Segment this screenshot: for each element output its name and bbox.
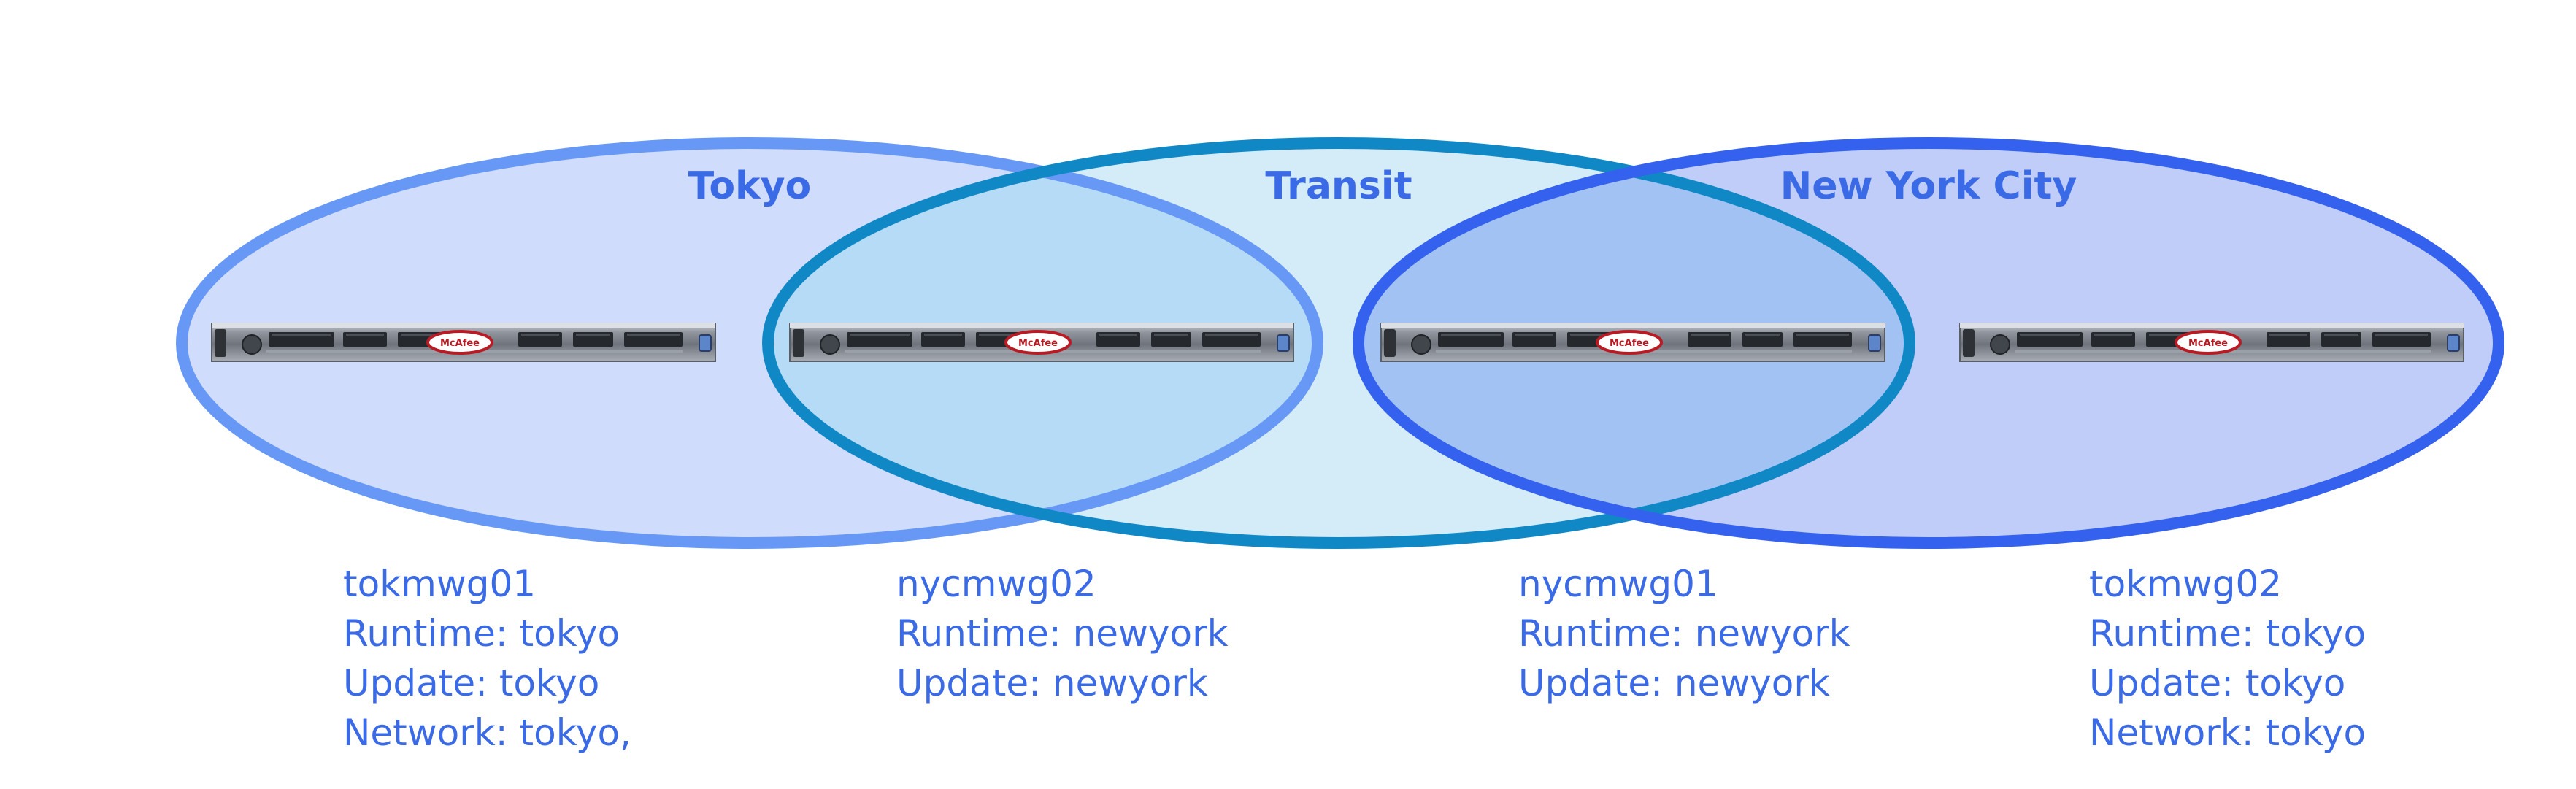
- server-info-nycmwg02: nycmwg02 Runtime: newyork Update: newyor…: [896, 559, 1229, 708]
- vendor-logo: [426, 330, 493, 355]
- server-info-tokmwg01: tokmwg01 Runtime: tokyo Update: tokyo Ne…: [343, 559, 631, 758]
- zone-title-nyc: New York City: [1780, 164, 2077, 208]
- zone-title-tokyo: Tokyo: [688, 164, 812, 208]
- server-update: Update: newyork: [896, 662, 1208, 704]
- overlap-transit-nyc: [1358, 143, 1910, 543]
- rack-server-icon: McAfee: [211, 323, 716, 362]
- server-runtime: Runtime: tokyo: [343, 612, 620, 655]
- server-info-nycmwg01: nycmwg01 Runtime: newyork Update: newyor…: [1518, 559, 1850, 708]
- rack-server-icon: McAfee: [789, 323, 1294, 362]
- rack-server-icon: McAfee: [1380, 323, 1885, 362]
- zone-tokyo-outline: [176, 137, 1323, 549]
- server-hostname: tokmwg01: [343, 563, 537, 605]
- vendor-logo-text: McAfee: [1018, 338, 1058, 349]
- vendor-logo: [2175, 330, 2242, 355]
- vendor-logo: [1596, 330, 1663, 355]
- server-runtime: Runtime: newyork: [896, 612, 1229, 655]
- server-network: Network: tokyo,: [343, 712, 631, 754]
- server-update: Update: tokyo: [2089, 662, 2346, 704]
- server-hostname: tokmwg02: [2089, 563, 2283, 605]
- zone-transit-outline: [762, 137, 1915, 549]
- server-update: Update: newyork: [1518, 662, 1830, 704]
- server-network: Network: tokyo: [2089, 712, 2367, 754]
- rack-server-icon: McAfee: [1959, 323, 2464, 362]
- server-hostname: nycmwg01: [1518, 563, 1718, 605]
- vendor-logo: [1004, 330, 1072, 355]
- vendor-logo-text: McAfee: [2188, 338, 2228, 349]
- zone-nyc-outline: [1353, 137, 2504, 549]
- server-appliances: McAfee McAfee McAfee McAfee: [211, 323, 2464, 362]
- server-update: Update: tokyo: [343, 662, 600, 704]
- server-runtime: Runtime: newyork: [1518, 612, 1850, 655]
- server-hostname: nycmwg02: [896, 563, 1096, 605]
- vendor-logo-text: McAfee: [1610, 338, 1649, 349]
- server-runtime: Runtime: tokyo: [2089, 612, 2367, 655]
- zone-title-transit: Transit: [1265, 164, 1412, 208]
- overlap-tokyo-transit: [768, 143, 1318, 543]
- vendor-logo-text: McAfee: [440, 338, 480, 349]
- server-info-tokmwg02: tokmwg02 Runtime: tokyo Update: tokyo Ne…: [2089, 559, 2366, 758]
